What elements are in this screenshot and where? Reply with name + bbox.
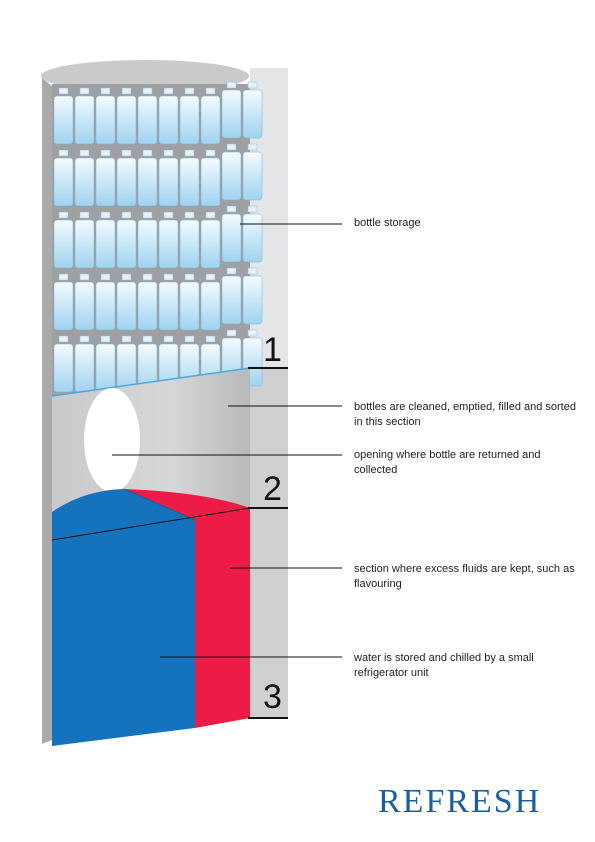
bottle <box>116 273 137 331</box>
leader-separator <box>51 507 251 541</box>
bottle <box>221 205 242 263</box>
bottle <box>137 87 158 145</box>
bottle <box>53 149 74 207</box>
bottle <box>95 211 116 269</box>
bottle <box>74 335 95 393</box>
bottle <box>53 273 74 331</box>
bottle <box>95 87 116 145</box>
bottle <box>179 87 200 145</box>
bottle <box>200 273 221 331</box>
bottle <box>158 87 179 145</box>
flavour-tank <box>124 489 250 728</box>
label-bottle-storage: bottle storage <box>354 217 421 229</box>
bottle <box>74 211 95 269</box>
section-number-1: 1 <box>263 331 282 369</box>
bottle <box>95 273 116 331</box>
bottle <box>95 149 116 207</box>
bottle <box>200 211 221 269</box>
bottle <box>137 211 158 269</box>
bottle <box>242 81 263 139</box>
label-opening: opening where bottle are returned and co… <box>354 449 541 476</box>
section-number-3: 3 <box>263 678 282 716</box>
bottle <box>53 335 74 393</box>
bottle <box>221 267 242 325</box>
bottle <box>179 273 200 331</box>
label-fluids: section where excess fluids are kept, su… <box>354 563 575 590</box>
bottle <box>200 149 221 207</box>
bottle <box>221 143 242 201</box>
bottle <box>74 149 95 207</box>
label-water: water is stored and chilled by a small r… <box>354 652 534 679</box>
bottle <box>221 81 242 139</box>
label-cleaning: bottles are cleaned, emptied, filled and… <box>354 401 576 428</box>
bottle <box>74 273 95 331</box>
brand-logo: REFRESH <box>378 783 542 820</box>
bottle <box>74 87 95 145</box>
bottle <box>158 273 179 331</box>
side-panel-lower <box>250 368 288 718</box>
bottle <box>158 149 179 207</box>
bottle <box>242 143 263 201</box>
bottle <box>53 87 74 145</box>
bottle <box>53 211 74 269</box>
return-opening <box>84 388 140 492</box>
bottle <box>116 149 137 207</box>
section-number-2: 2 <box>263 470 282 508</box>
bottle <box>95 335 116 393</box>
bottle <box>116 211 137 269</box>
bottle <box>200 87 221 145</box>
bottle <box>158 211 179 269</box>
housing-left-wall <box>42 78 52 744</box>
bottle <box>137 273 158 331</box>
bottle <box>242 205 263 263</box>
water-tank <box>52 489 195 746</box>
bottle <box>137 149 158 207</box>
bottle <box>179 149 200 207</box>
bottle <box>116 335 137 393</box>
bottle <box>179 211 200 269</box>
bottle <box>116 87 137 145</box>
bottle-grid <box>53 81 263 393</box>
bottle <box>242 267 263 325</box>
